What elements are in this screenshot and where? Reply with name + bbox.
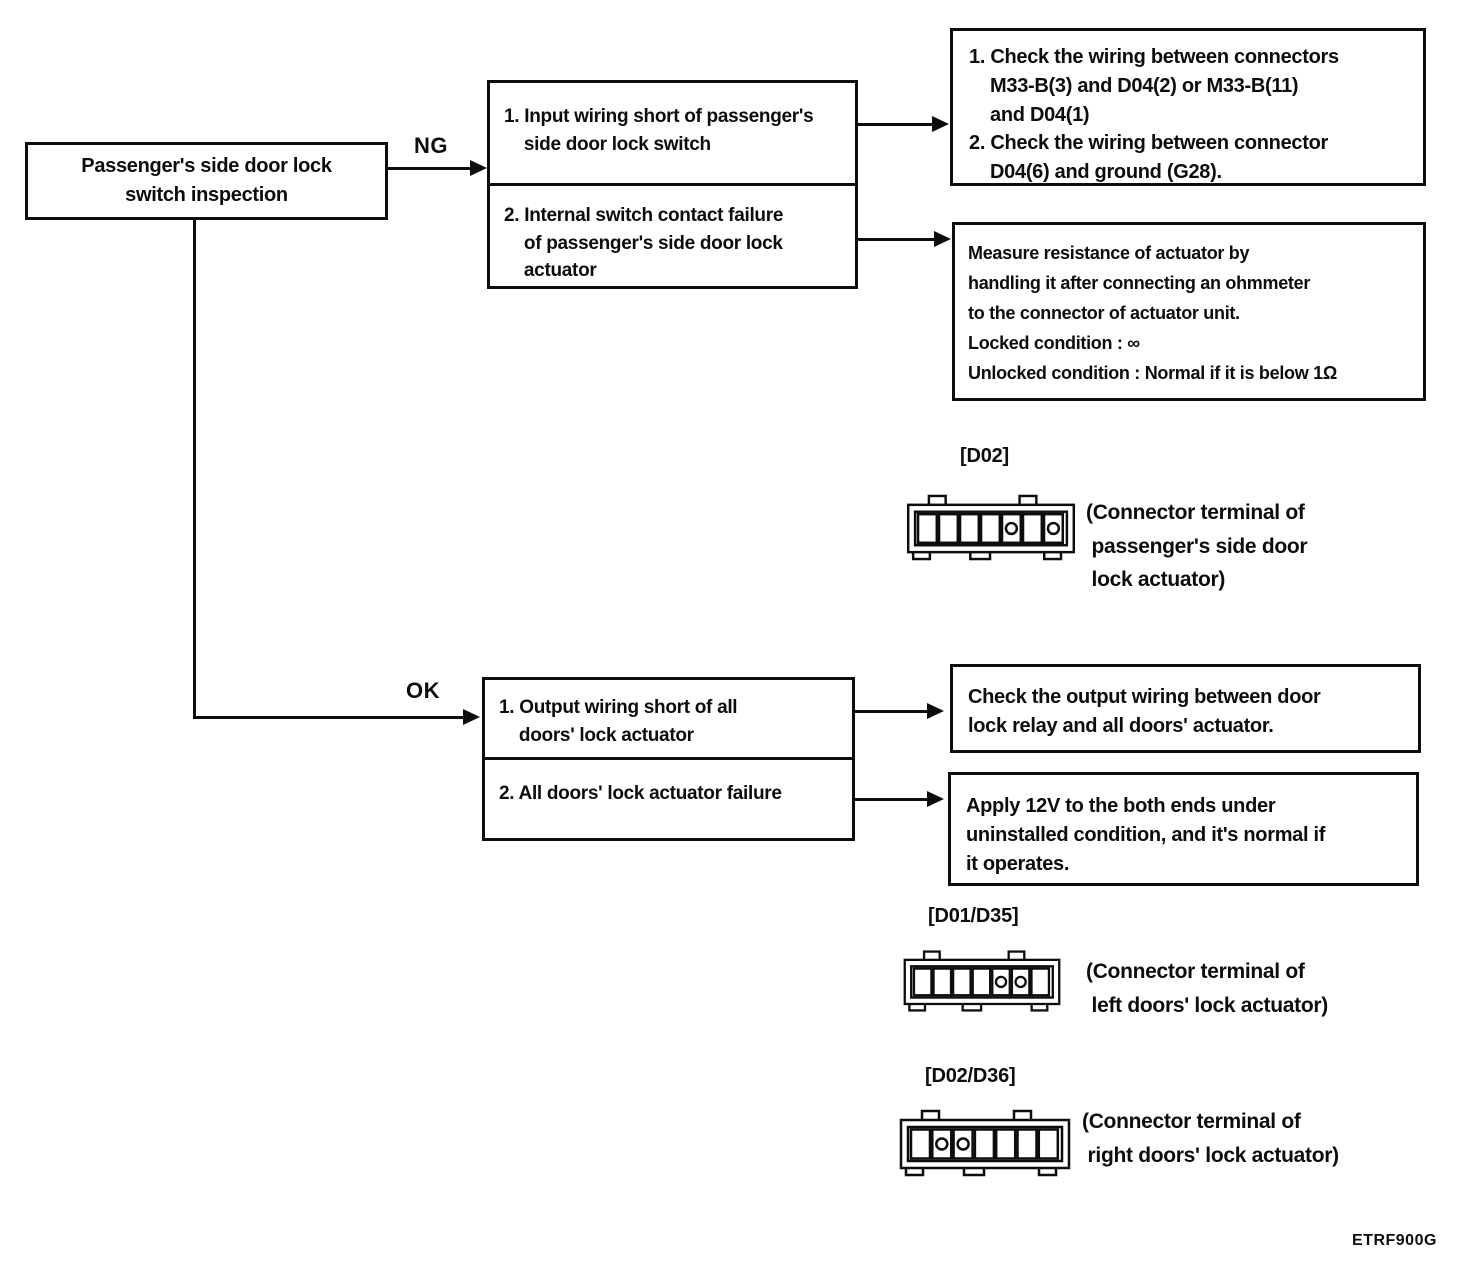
connector-d02-caption: (Connector terminal of passenger's side …: [1086, 501, 1308, 592]
connector-d01-d35-label: [D01/D35]: [928, 905, 1019, 927]
figure-code: ETRF900G: [1352, 1232, 1437, 1249]
ng-action-measure-text: Measure resistance of actuator by handli…: [968, 243, 1337, 383]
ok-action-wiring-text: Check the output wiring between door loc…: [968, 686, 1321, 737]
ng-action1-arrowhead-icon: [932, 116, 949, 132]
ng-action1-arrow-line: [858, 123, 934, 126]
ng-arrow-line: [388, 167, 472, 170]
ok-action-wiring-box: Check the output wiring between door loc…: [950, 664, 1421, 753]
ok-action1-arrowhead-icon: [927, 703, 944, 719]
connector-d01-d35-terminal-icon: [903, 950, 1061, 1012]
ng-action-wiring-text: 1. Check the wiring between connectors M…: [969, 46, 1339, 184]
ok-cause-2-text: 2. All doors' lock actuator failure: [499, 783, 782, 804]
start-box: Passenger's side door lock switch inspec…: [25, 142, 388, 220]
ok-cause-actuator-failure: 2. All doors' lock actuator failure: [485, 760, 852, 808]
ng-action-wiring-box: 1. Check the wiring between connectors M…: [950, 28, 1426, 186]
ok-branch-horizontal-line: [193, 716, 465, 719]
ok-branch-vertical-line: [193, 219, 196, 719]
ng-causes-box: 1. Input wiring short of passenger's sid…: [487, 80, 858, 289]
ng-cause-internal-switch: 2. Internal switch contact failure of pa…: [490, 186, 855, 285]
ok-causes-box: 1. Output wiring short of all doors' loc…: [482, 677, 855, 841]
ng-action2-arrowhead-icon: [934, 231, 951, 247]
ng-action2-arrow-line: [858, 238, 936, 241]
connector-d02-d36-label: [D02/D36]: [925, 1065, 1016, 1087]
ng-action-measure-box: Measure resistance of actuator by handli…: [952, 222, 1426, 401]
ok-arrowhead-icon: [463, 709, 480, 725]
ok-action2-arrowhead-icon: [927, 791, 944, 807]
ng-cause-2-text: 2. Internal switch contact failure of pa…: [504, 205, 784, 282]
ok-cause-output-wiring: 1. Output wiring short of all doors' loc…: [485, 680, 852, 760]
ok-cause-1-text: 1. Output wiring short of all doors' loc…: [499, 697, 738, 746]
ok-branch-label: OK: [406, 678, 440, 703]
connector-d02-d36-caption: (Connector terminal of right doors' lock…: [1082, 1110, 1339, 1167]
ng-cause-1-text: 1. Input wiring short of passenger's sid…: [504, 106, 814, 155]
connector-d02-label: [D02]: [960, 445, 1010, 467]
ok-action2-arrow-line: [855, 798, 929, 801]
start-box-label: Passenger's side door lock switch inspec…: [81, 155, 332, 206]
ng-cause-input-wiring: 1. Input wiring short of passenger's sid…: [490, 83, 855, 186]
ng-branch-label: NG: [414, 133, 448, 158]
connector-d01-d35-caption: (Connector terminal of left doors' lock …: [1086, 960, 1328, 1017]
ng-arrowhead-icon: [470, 160, 487, 176]
connector-d02-terminal-icon: [906, 494, 1076, 561]
ok-action1-arrow-line: [855, 710, 929, 713]
ok-action-apply-text: Apply 12V to the both ends under uninsta…: [966, 795, 1326, 875]
ok-action-apply-box: Apply 12V to the both ends under uninsta…: [948, 772, 1419, 886]
connector-d02-d36-terminal-icon: [899, 1109, 1071, 1177]
